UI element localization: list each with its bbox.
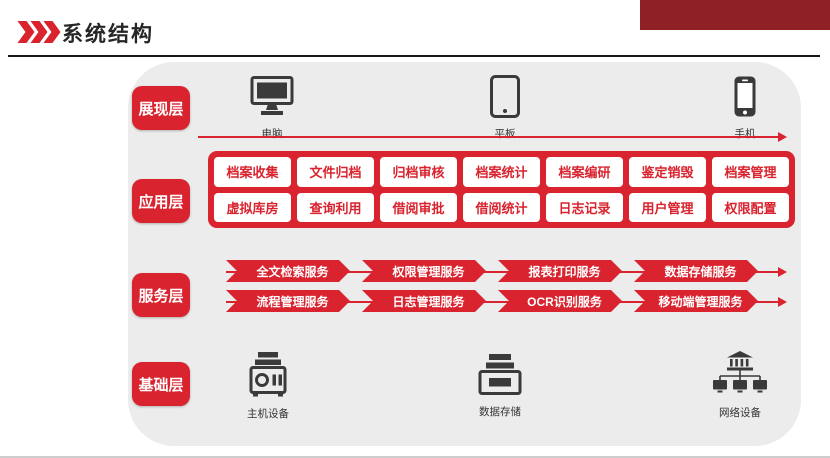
app-module: 档案统计 bbox=[463, 157, 540, 187]
phone-icon bbox=[732, 75, 758, 123]
data-storage-icon bbox=[476, 354, 524, 401]
host-device: 主机设备 bbox=[238, 352, 298, 421]
service-row-2: 流程管理服务 日志管理服务 OCR识别服务 移动端管理服务 bbox=[226, 290, 782, 312]
service-ribbon: OCR识别服务 bbox=[498, 290, 622, 312]
app-module: 档案编研 bbox=[546, 157, 623, 187]
page-title: 系统结构 bbox=[62, 23, 154, 46]
service-ribbon: 日志管理服务 bbox=[362, 290, 486, 312]
app-module: 鉴定销毁 bbox=[629, 157, 706, 187]
network-icon bbox=[711, 351, 769, 402]
service-ribbon: 流程管理服务 bbox=[226, 290, 350, 312]
app-module: 用户管理 bbox=[629, 192, 706, 222]
device-label: 平板 bbox=[494, 128, 516, 140]
layer-label-application: 应用层 bbox=[132, 179, 190, 223]
app-module: 虚拟库房 bbox=[214, 192, 291, 222]
storage-device: 数据存储 bbox=[470, 354, 530, 419]
host-machine-icon bbox=[245, 352, 291, 403]
network-device: 网络设备 bbox=[706, 351, 774, 420]
application-modules-panel: 档案收集 文件归档 归档审核 档案统计 档案编研 鉴定销毁 档案管理 虚拟库房 … bbox=[208, 151, 795, 228]
device-label: 电脑 bbox=[261, 128, 283, 140]
device-label: 网络设备 bbox=[719, 407, 761, 419]
service-ribbon: 移动端管理服务 bbox=[634, 290, 758, 312]
tablet-icon bbox=[489, 75, 521, 123]
app-module: 借阅统计 bbox=[463, 192, 540, 222]
device-label: 手机 bbox=[734, 128, 756, 140]
app-module: 档案管理 bbox=[712, 157, 789, 187]
content-panel bbox=[128, 62, 801, 446]
service-ribbon: 权限管理服务 bbox=[362, 260, 486, 282]
header-divider bbox=[8, 55, 820, 57]
presentation-flow-arrow bbox=[198, 132, 787, 142]
service-ribbon: 报表打印服务 bbox=[498, 260, 622, 282]
desktop-icon bbox=[247, 76, 297, 123]
app-module: 档案收集 bbox=[214, 157, 291, 187]
app-module: 归档审核 bbox=[380, 157, 457, 187]
device-label: 主机设备 bbox=[247, 408, 289, 420]
desktop-device: 电脑 bbox=[243, 76, 301, 141]
triple-chevron-icon bbox=[17, 21, 61, 43]
phone-device: 手机 bbox=[723, 75, 767, 141]
service-flow-arrow-1 bbox=[226, 267, 787, 277]
app-module: 文件归档 bbox=[297, 157, 374, 187]
service-ribbon: 全文检索服务 bbox=[226, 260, 350, 282]
tablet-device: 平板 bbox=[480, 75, 530, 141]
layer-label-presentation: 展现层 bbox=[132, 86, 190, 130]
top-right-accent-bar bbox=[640, 0, 830, 30]
bottom-divider bbox=[0, 456, 830, 458]
app-module: 日志记录 bbox=[546, 192, 623, 222]
service-flow-arrow-2 bbox=[226, 297, 787, 307]
app-module: 查询利用 bbox=[297, 192, 374, 222]
layer-label-infrastructure: 基础层 bbox=[132, 362, 190, 406]
service-ribbon: 数据存储服务 bbox=[634, 260, 758, 282]
app-module: 借阅审批 bbox=[380, 192, 457, 222]
service-row-1: 全文检索服务 权限管理服务 报表打印服务 数据存储服务 bbox=[226, 260, 782, 282]
device-label: 数据存储 bbox=[479, 406, 521, 418]
app-module: 权限配置 bbox=[712, 192, 789, 222]
layer-label-service: 服务层 bbox=[132, 273, 190, 317]
